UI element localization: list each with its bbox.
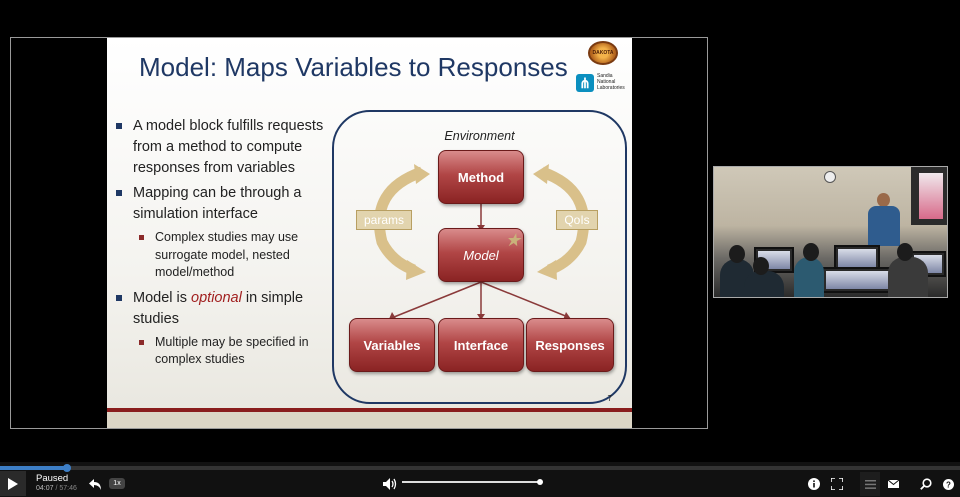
- sandia-logo-mark: ⋔: [576, 74, 594, 92]
- playback-speed-button[interactable]: 1x: [109, 478, 125, 489]
- playback-state: Paused: [36, 473, 69, 484]
- slide-title: Model: Maps Variables to Responses: [139, 52, 568, 82]
- attendee-figure: [744, 257, 784, 297]
- time-separator: /: [53, 485, 60, 492]
- sandia-logo-text: Sandia National Laboratories: [597, 73, 625, 91]
- wall-clock: [824, 171, 836, 183]
- presentation-slide: Model: Maps Variables to Responses DAKOT…: [107, 38, 632, 428]
- fullscreen-button[interactable]: [829, 472, 845, 496]
- video-stage: Model: Maps Variables to Responses DAKOT…: [10, 37, 948, 429]
- progress-fill: [0, 466, 68, 470]
- presenter-camera-view[interactable]: [713, 166, 948, 298]
- sandia-logo: ⋔ Sandia National Laboratories: [576, 73, 628, 95]
- search-icon: [920, 478, 932, 490]
- star-icon: ★: [504, 230, 521, 250]
- classroom-monitor: [834, 245, 880, 271]
- model-box: Model ★: [438, 228, 524, 282]
- bullet-item: Mapping can be through a simulation inte…: [115, 183, 330, 225]
- help-button[interactable]: ?: [941, 472, 955, 496]
- current-time: 04:07: [36, 485, 54, 492]
- sub-bullet-item: Multiple may be specified in complex stu…: [115, 334, 330, 369]
- attendee-figure: [888, 243, 928, 297]
- fullscreen-icon: [831, 478, 843, 490]
- volume-slider[interactable]: [402, 481, 540, 483]
- help-icon: ?: [942, 478, 954, 490]
- bullet-text-pre: Model is: [133, 289, 192, 306]
- play-button[interactable]: [0, 471, 26, 496]
- slide-footer-band: [107, 412, 632, 428]
- presenter-figure: [864, 193, 904, 249]
- variables-box: Variables: [349, 318, 435, 372]
- info-icon: [808, 478, 820, 490]
- progress-bar[interactable]: [0, 464, 960, 472]
- environment-diagram: Environment params: [332, 110, 627, 404]
- rewind-button[interactable]: [86, 472, 104, 496]
- volume-button[interactable]: [382, 472, 398, 496]
- email-button[interactable]: [884, 472, 902, 496]
- slide-bullets: A model block fulfills requests from a m…: [115, 116, 330, 375]
- playback-time: 04:07 / 57:46: [36, 484, 77, 494]
- params-label: params: [356, 210, 412, 230]
- bullet-emphasis: optional: [191, 289, 242, 306]
- bullet-item: Model is optional in simple studies: [115, 288, 330, 330]
- model-label: Model: [463, 247, 499, 263]
- attendee-figure: [794, 243, 824, 297]
- environment-label: Environment: [444, 129, 515, 143]
- method-box: Method: [438, 150, 524, 204]
- progress-handle[interactable]: [63, 464, 72, 472]
- dakota-logo: DAKOTA: [588, 41, 618, 65]
- rewind-icon: [88, 478, 101, 490]
- menu-icon: [864, 479, 876, 489]
- duration: 57:46: [59, 485, 77, 492]
- slide-footer-bar: [107, 408, 632, 412]
- info-button[interactable]: [806, 472, 822, 496]
- search-button[interactable]: [918, 472, 934, 496]
- bullet-item: A model block fulfills requests from a m…: [115, 116, 330, 179]
- bullet-text-post: in simple studies: [133, 289, 304, 327]
- classroom-screen: [911, 167, 947, 225]
- dakota-logo-text: DAKOTA: [592, 50, 614, 56]
- responses-box: Responses: [526, 318, 614, 372]
- play-icon: [8, 477, 18, 490]
- svg-text:?: ?: [946, 480, 951, 489]
- email-icon: [887, 480, 899, 488]
- menu-button[interactable]: [860, 472, 880, 496]
- qois-label: QoIs: [556, 210, 598, 230]
- interface-box: Interface: [438, 318, 524, 372]
- main-video-frame[interactable]: Model: Maps Variables to Responses DAKOT…: [10, 37, 708, 429]
- playback-status: Paused 04:07 / 57:46: [36, 473, 77, 494]
- slide-page-number: 7: [607, 394, 612, 403]
- player-control-bar: Paused 04:07 / 57:46 1x ?: [0, 462, 960, 497]
- volume-icon: [383, 478, 397, 490]
- volume-handle[interactable]: [537, 479, 543, 485]
- sub-bullet-item: Complex studies may use surrogate model,…: [115, 229, 330, 282]
